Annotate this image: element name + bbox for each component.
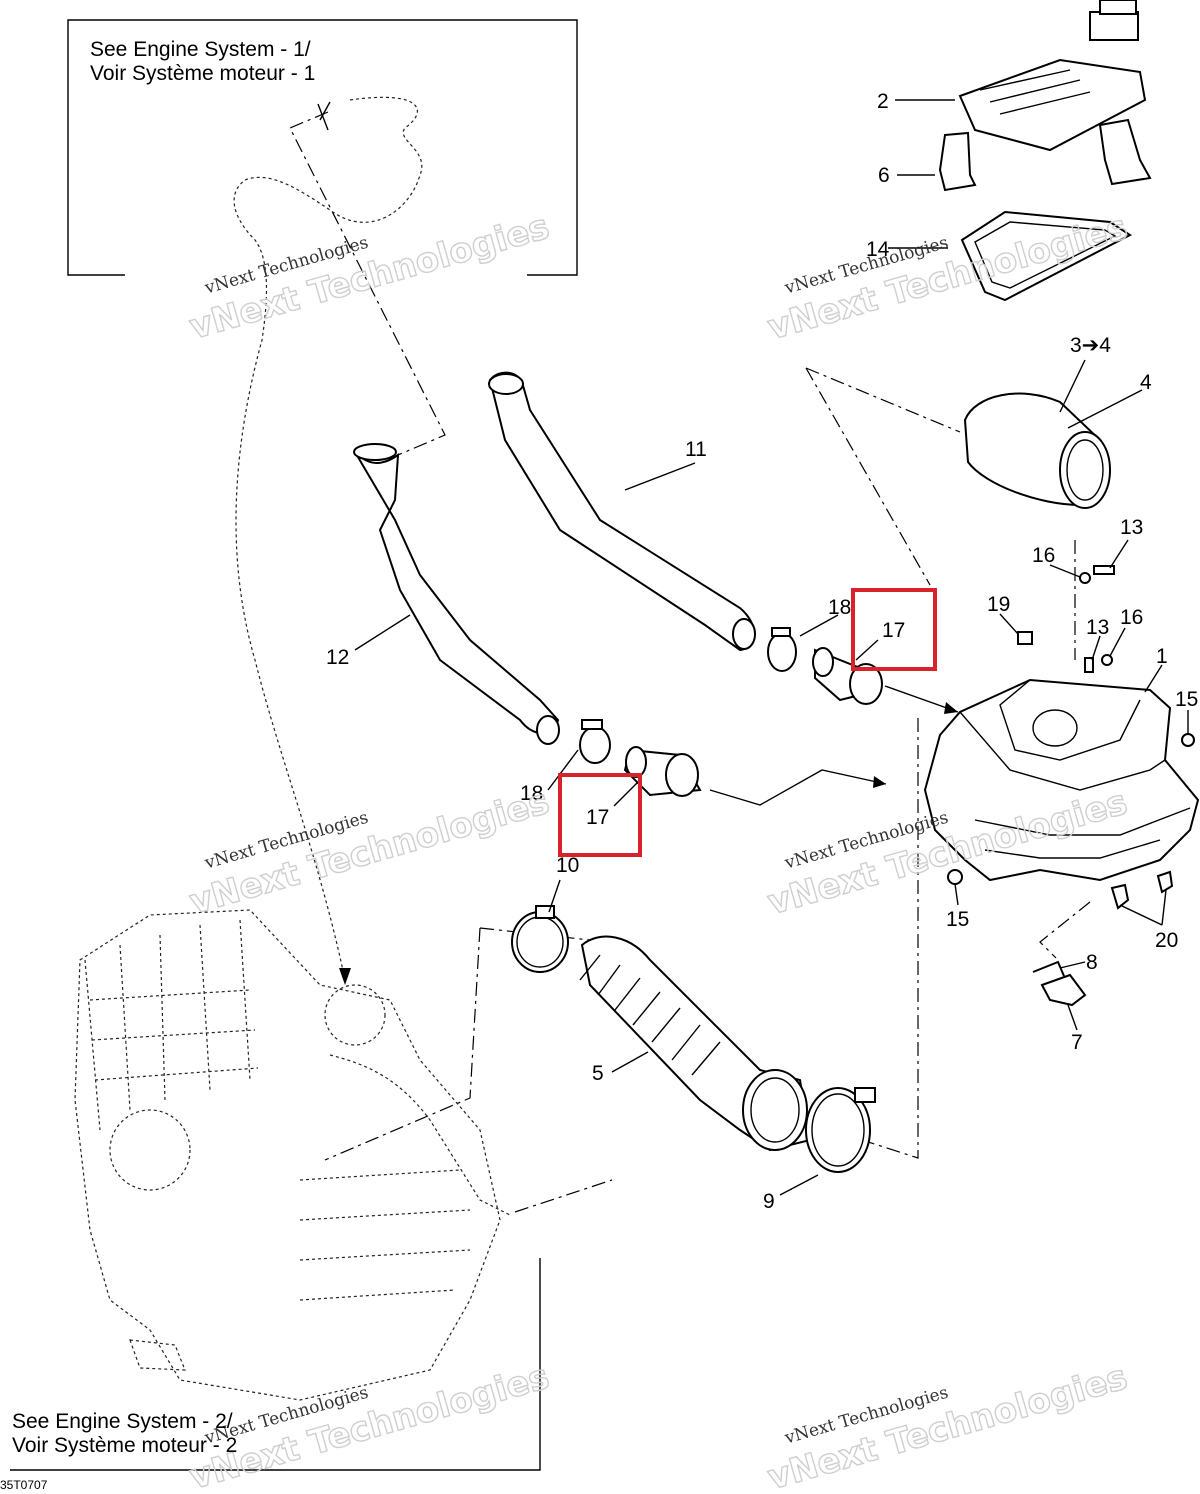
clip-6	[938, 118, 1152, 192]
callout-15-lower: 15	[946, 908, 969, 931]
clamp-9	[805, 1087, 876, 1173]
callout-3-4: 3➔4	[1070, 334, 1111, 357]
callout-12: 12	[326, 646, 349, 669]
callout-16-top: 16	[1032, 544, 1055, 567]
reference-frame-top	[67, 19, 578, 276]
drawing-code: 35T0707	[0, 1478, 48, 1492]
highlight-box-17-lower	[558, 773, 642, 857]
callout-6: 6	[878, 164, 890, 187]
intake-boot-5	[579, 935, 812, 1152]
hose-11	[488, 371, 756, 652]
callout-11: 11	[685, 438, 707, 461]
air-filter-4	[963, 392, 1111, 509]
watermark-top-left: vNext Technologies vNext Technologies	[185, 206, 555, 348]
watermark-mid-left: vNext Technologies vNext Technologies	[185, 781, 555, 923]
callout-19: 19	[987, 593, 1010, 616]
air-box-cover-2	[958, 0, 1147, 152]
reference-line-en: See Engine System - 2/	[12, 1410, 233, 1433]
callout-2: 2	[877, 90, 889, 113]
callout-18-upper: 18	[828, 596, 851, 619]
engine-system-1-reference: See Engine System - 1/ Voir Système mote…	[90, 38, 315, 86]
engine-assembly	[74, 909, 511, 1401]
callout-labels: 2 6 14 3➔4 4 11 13 16 19 18 17 13 16 1 1…	[326, 90, 1198, 1213]
callout-9: 9	[763, 1190, 775, 1213]
clamp-10	[511, 905, 569, 973]
gasket-14	[960, 210, 1132, 302]
reference-line-fr: Voir Système moteur - 1	[90, 62, 316, 85]
clamp-18-upper	[767, 627, 797, 672]
callout-8: 8	[1086, 951, 1098, 974]
highlight-box-17-upper	[851, 588, 937, 671]
callout-16-mid: 16	[1120, 606, 1143, 629]
coupler-17-lower	[623, 746, 702, 797]
fasteners	[947, 565, 1195, 1007]
reference-line-fr: Voir Système moteur - 2	[12, 1434, 238, 1457]
callout-17-upper: 17	[882, 619, 905, 642]
callout-18-lower: 18	[520, 782, 543, 805]
reference-line-en: See Engine System - 1/	[90, 38, 311, 61]
callout-1: 1	[1156, 645, 1168, 668]
callout-4: 4	[1140, 371, 1152, 394]
watermark-top-right: vNext Technologies vNext Technologies	[763, 207, 1133, 349]
coupler-17-upper	[812, 647, 883, 705]
breather-hose-dotted	[233, 96, 423, 985]
callout-5: 5	[592, 1062, 604, 1085]
callout-14: 14	[866, 238, 890, 261]
callout-20: 20	[1155, 929, 1178, 952]
clamp-18-lower	[579, 719, 611, 764]
watermark-bottom-right: vNext Technologies vNext Technologies	[763, 1357, 1133, 1494]
leader-lines	[354, 99, 1189, 1196]
callout-13-top: 13	[1120, 516, 1143, 539]
air-box-1	[923, 678, 1200, 882]
callout-7: 7	[1071, 1031, 1083, 1054]
reference-frame-bottom	[10, 1258, 541, 1471]
callout-13-mid: 13	[1086, 616, 1109, 639]
callout-17-lower: 17	[586, 806, 609, 829]
hose-12	[353, 443, 560, 745]
callout-10: 10	[556, 854, 579, 877]
callout-15-right: 15	[1175, 688, 1198, 711]
engine-system-2-reference: See Engine System - 2/ Voir Système mote…	[12, 1410, 237, 1458]
